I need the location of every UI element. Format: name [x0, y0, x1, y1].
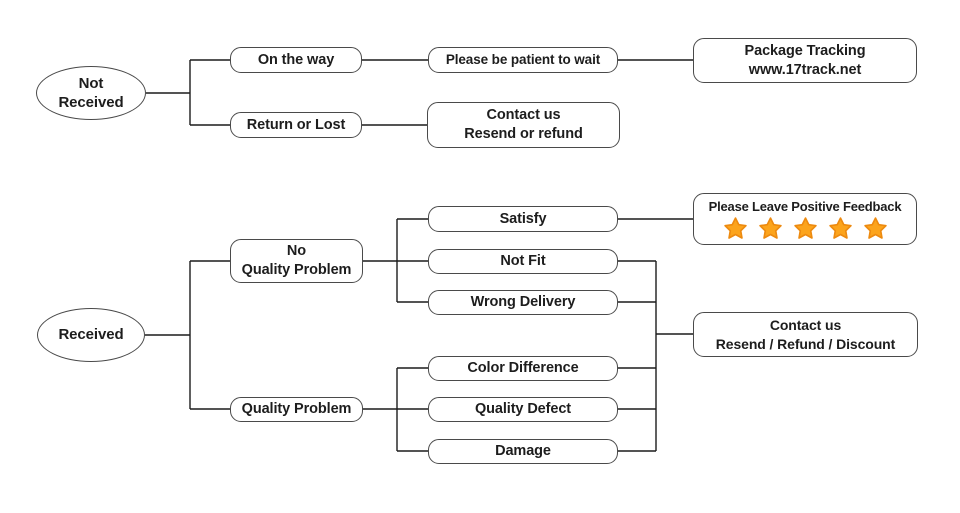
star-icon — [793, 217, 817, 240]
node-satisfy: Satisfy — [428, 206, 618, 232]
node-return-or-lost: Return or Lost — [230, 112, 362, 138]
star-icon — [828, 217, 852, 240]
node-package-tracking: Package Tracking www.17track.net — [693, 38, 917, 83]
node-quality-defect: Quality Defect — [428, 397, 618, 422]
node-wrong-delivery: Wrong Delivery — [428, 290, 618, 315]
node-not-fit: Not Fit — [428, 249, 618, 274]
positive-feedback-label: Please Leave Positive Feedback — [708, 198, 902, 214]
node-no-quality-problem: No Quality Problem — [230, 239, 363, 283]
star-icon — [758, 217, 782, 240]
node-on-the-way: On the way — [230, 47, 362, 73]
star-rating — [722, 216, 889, 241]
node-quality-problem: Quality Problem — [230, 397, 363, 422]
star-icon — [723, 217, 747, 240]
star-icon — [863, 217, 887, 240]
node-positive-feedback: Please Leave Positive Feedback — [693, 193, 917, 245]
node-color-difference: Color Difference — [428, 356, 618, 381]
node-damage: Damage — [428, 439, 618, 464]
node-received: Received — [37, 308, 145, 362]
node-contact-resend-refund: Contact us Resend or refund — [427, 102, 620, 148]
node-please-be-patient: Please be patient to wait — [428, 47, 618, 73]
node-contact-resend-refund-discount: Contact us Resend / Refund / Discount — [693, 312, 918, 357]
node-not-received: Not Received — [36, 66, 146, 120]
